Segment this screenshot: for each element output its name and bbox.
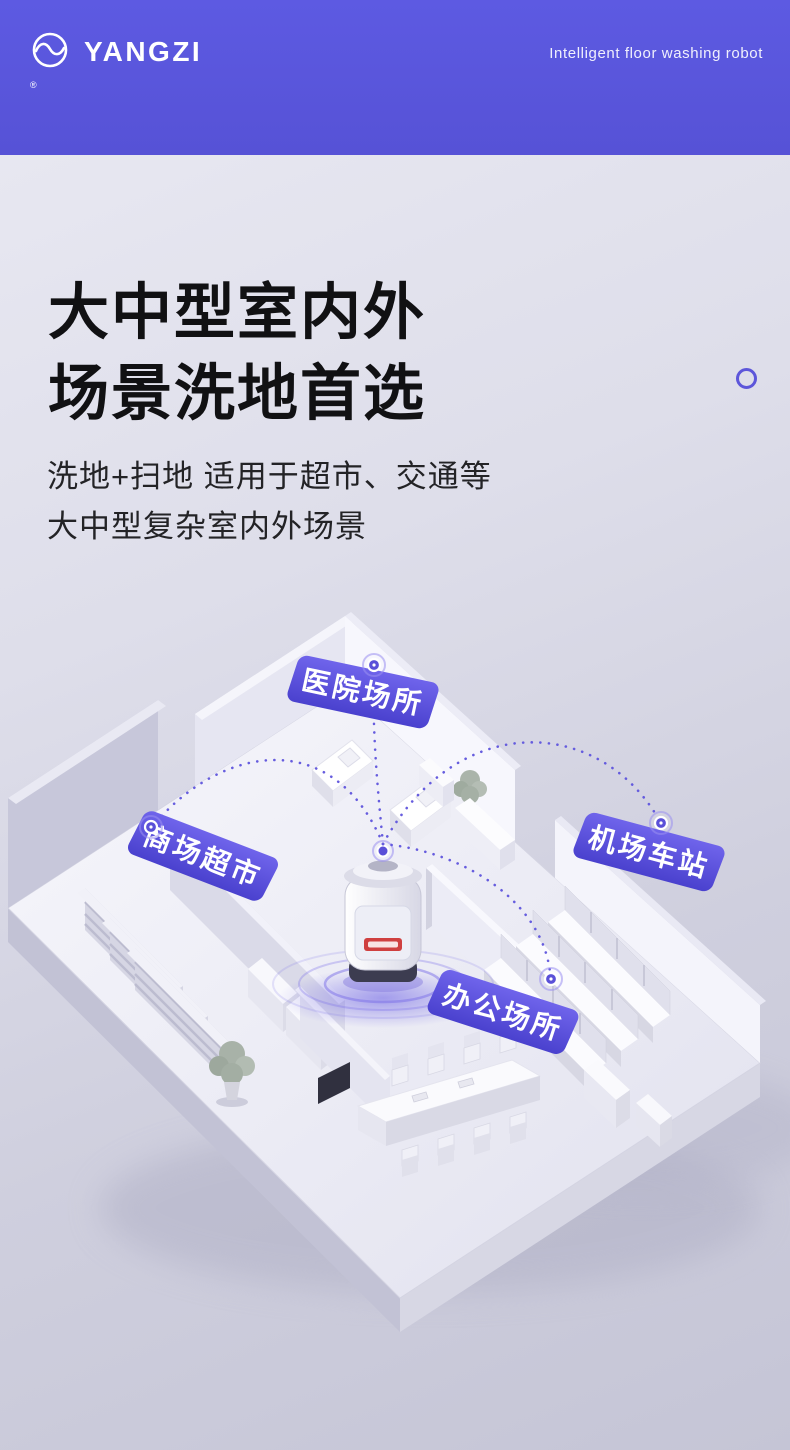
hospital-sofa	[455, 798, 515, 870]
page-title-line-2: 场景洗地首选	[48, 358, 427, 427]
yangzi-logo-icon	[32, 32, 68, 68]
registered-trademark: ®	[30, 80, 37, 90]
robot-front-panel	[354, 905, 412, 961]
robot-signal-icon	[372, 840, 394, 862]
arc-to-office	[381, 842, 552, 974]
header-tagline: Intelligent floor washing robot	[549, 45, 763, 62]
cleaning-robot	[272, 840, 494, 1028]
decorative-circle	[736, 368, 757, 389]
signal-ring-mall-icon	[139, 815, 163, 839]
page-title: 大中型室内外 场景洗地首选	[48, 272, 426, 433]
brand-logo: YANGZI	[27, 27, 202, 77]
floor-plant	[209, 1041, 255, 1107]
signal-ring-office-icon	[539, 967, 563, 991]
brand-name: YANGZI	[84, 36, 203, 67]
scene-illustration: 医院场所 商场超市 机场车站 办公场所	[7, 612, 790, 1332]
signal-ring-station-icon	[649, 811, 673, 835]
page-subtitle: 洗地+扫地 适用于超市、交通等 大中型复杂室内外场景	[47, 452, 492, 552]
robot-lidar-sensor	[368, 860, 398, 872]
header-banner: YANGZI ® Intelligent floor washing robot	[0, 0, 790, 155]
office-tv	[318, 1062, 350, 1104]
storage-boxes	[584, 1060, 672, 1147]
page-title-line-1: 大中型室内外	[48, 278, 427, 346]
conference-table	[356, 1059, 542, 1146]
page-subtitle-line-2: 大中型复杂室内外场景	[47, 509, 367, 545]
page-subtitle-line-1: 洗地+扫地 适用于超市、交通等	[47, 459, 492, 494]
signal-ring-hospital-icon	[362, 653, 386, 677]
hospital-cabinet	[419, 758, 454, 807]
